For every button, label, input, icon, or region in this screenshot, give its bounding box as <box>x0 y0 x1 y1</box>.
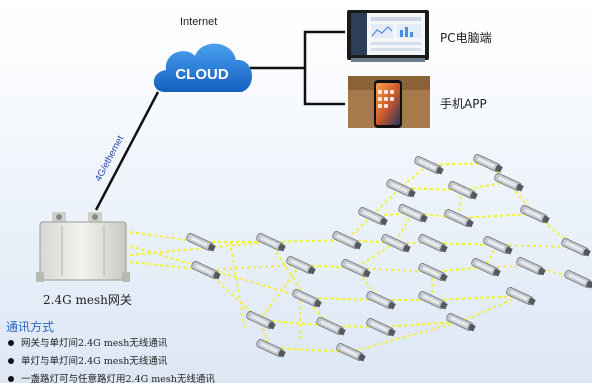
street-light-icon <box>381 234 411 253</box>
street-light-icon <box>516 257 546 276</box>
street-light-icon <box>292 289 322 308</box>
street-light-icon <box>366 291 396 310</box>
communication-item: 单灯与单灯间2.4G mesh无线通讯 <box>8 353 167 367</box>
mesh-link <box>371 187 401 217</box>
mesh-link <box>259 264 301 321</box>
mesh-link <box>305 297 381 301</box>
street-light-icon <box>418 291 448 310</box>
street-light-icon <box>446 313 476 332</box>
communication-item-text: 网关与单灯间2.4G mesh无线通讯 <box>21 338 168 349</box>
street-light-icon <box>564 270 592 289</box>
link-label: 4G/ethernet <box>93 134 126 184</box>
street-light-icon <box>336 343 366 362</box>
street-light-icon <box>414 156 444 175</box>
street-light-icon <box>473 154 503 173</box>
bullet-icon <box>8 339 14 346</box>
gateway-label: 2.4G mesh网关 <box>43 293 132 307</box>
communication-item-text: 单灯与单灯间2.4G mesh无线通讯 <box>21 356 168 367</box>
mesh-link <box>457 213 535 219</box>
mesh-link <box>496 244 576 248</box>
mesh-link <box>345 215 373 241</box>
pc-monitor-icon <box>347 10 429 62</box>
mesh-link <box>461 181 509 191</box>
street-light-icon <box>358 207 388 226</box>
street-light-icon <box>256 233 286 252</box>
mesh-link <box>269 239 347 243</box>
mesh-gateway-device <box>36 212 130 282</box>
cloud-to-gateway-link <box>94 91 160 211</box>
street-light-icon <box>483 236 513 255</box>
street-lights <box>186 154 592 362</box>
mesh-link <box>229 241 246 331</box>
mesh-link <box>349 321 461 353</box>
street-light-icon <box>286 256 316 275</box>
cloud-label: CLOUD <box>175 66 228 83</box>
mesh-link <box>459 295 521 323</box>
communication-item-text: 一盏路灯可与任意路灯用2.4G mesh无线通讯 <box>21 374 215 385</box>
mesh-link <box>399 164 429 189</box>
communication-item: 网关与单灯间2.4G mesh无线通讯 <box>8 335 167 349</box>
mobile-app-label: 手机APP <box>440 97 487 111</box>
bullet-icon <box>8 375 14 382</box>
street-light-icon <box>520 205 550 224</box>
communication-item: 一盏路灯可与任意路灯用2.4G mesh无线通讯 <box>8 371 215 385</box>
cloud-to-devices-connector <box>250 30 345 106</box>
street-light-icon <box>398 204 428 223</box>
street-light-icon <box>418 263 448 282</box>
mesh-link <box>354 267 433 273</box>
mesh-link <box>204 264 301 271</box>
pc-client-label: PC电脑端 <box>440 31 492 45</box>
street-light-icon <box>506 287 536 306</box>
street-light-icon <box>316 317 346 336</box>
mesh-link <box>354 242 396 269</box>
mesh-link <box>427 162 488 166</box>
mesh-link <box>431 266 486 273</box>
street-light-icon <box>186 233 216 252</box>
mobile-phone-icon <box>348 76 430 128</box>
mesh-link <box>394 212 413 244</box>
street-light-icon <box>444 209 474 228</box>
mesh-link <box>399 187 463 191</box>
cloud-icon <box>153 43 253 92</box>
bullet-icon <box>8 357 14 364</box>
internet-label: Internet <box>180 16 218 28</box>
street-light-icon <box>191 261 221 280</box>
mesh-link <box>379 321 461 328</box>
street-light-icon <box>246 311 276 330</box>
street-light-icon <box>366 318 396 337</box>
street-light-icon <box>471 258 501 277</box>
street-light-icon <box>418 234 448 253</box>
street-light-icon <box>494 173 524 192</box>
mesh-link <box>486 162 509 183</box>
street-light-icon <box>386 179 416 198</box>
street-light-icon <box>341 259 371 278</box>
street-light-icon <box>256 339 286 358</box>
mesh-link <box>269 241 307 299</box>
mesh-link <box>431 295 521 301</box>
street-light-icon <box>332 231 362 250</box>
mesh-link <box>457 189 463 219</box>
mesh-links <box>129 162 579 353</box>
communication-title: 通讯方式 <box>6 320 55 334</box>
street-light-icon <box>561 238 591 257</box>
street-light-icon <box>448 181 478 200</box>
mesh-link <box>269 347 351 353</box>
